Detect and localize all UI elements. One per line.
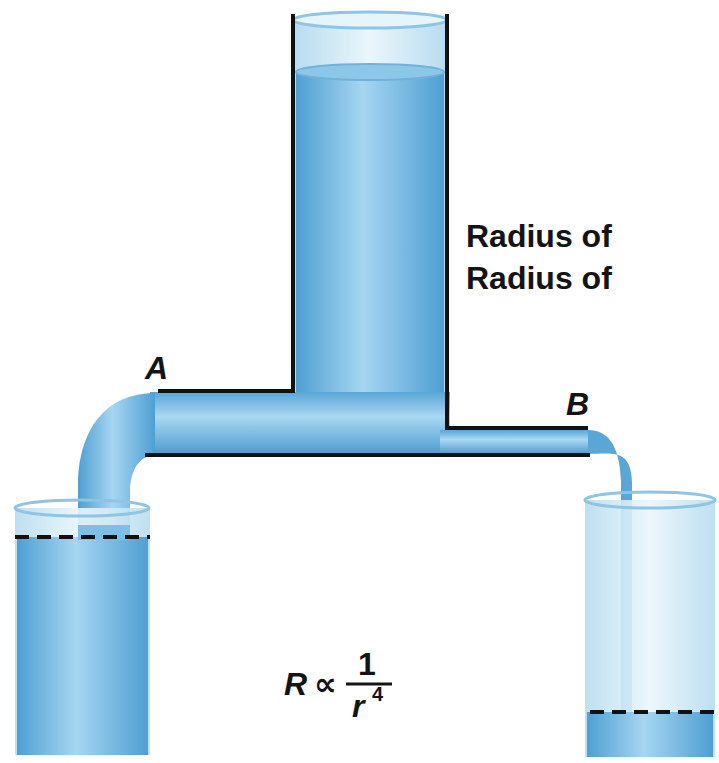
beaker-rim xyxy=(15,500,149,516)
tube-wall xyxy=(145,453,590,457)
fraction-bar xyxy=(346,683,392,686)
water-level xyxy=(15,535,150,539)
beaker-glass xyxy=(585,500,715,757)
formula-exponent: 4 xyxy=(372,684,383,704)
caption-text: Radius of xyxy=(466,262,612,294)
narrow-branch xyxy=(440,430,590,454)
beaker-water xyxy=(17,537,148,755)
formula-number: 1 xyxy=(358,648,376,680)
wide-branch xyxy=(150,392,450,454)
point-label: A xyxy=(145,352,168,384)
formula-symbol: ∝ xyxy=(314,668,337,700)
caption-text: Radius of xyxy=(466,220,612,252)
formula-symbol: R xyxy=(284,668,307,700)
tube-water xyxy=(296,72,444,402)
water-level xyxy=(590,710,715,714)
tube-rim xyxy=(293,12,447,28)
beaker-glass xyxy=(15,508,150,755)
water-surface xyxy=(296,64,444,80)
beaker-rim xyxy=(585,492,715,508)
beaker-water xyxy=(587,712,713,757)
point-label: B xyxy=(566,388,589,420)
formula-symbol: r xyxy=(352,690,364,722)
tube-wall xyxy=(158,14,293,391)
